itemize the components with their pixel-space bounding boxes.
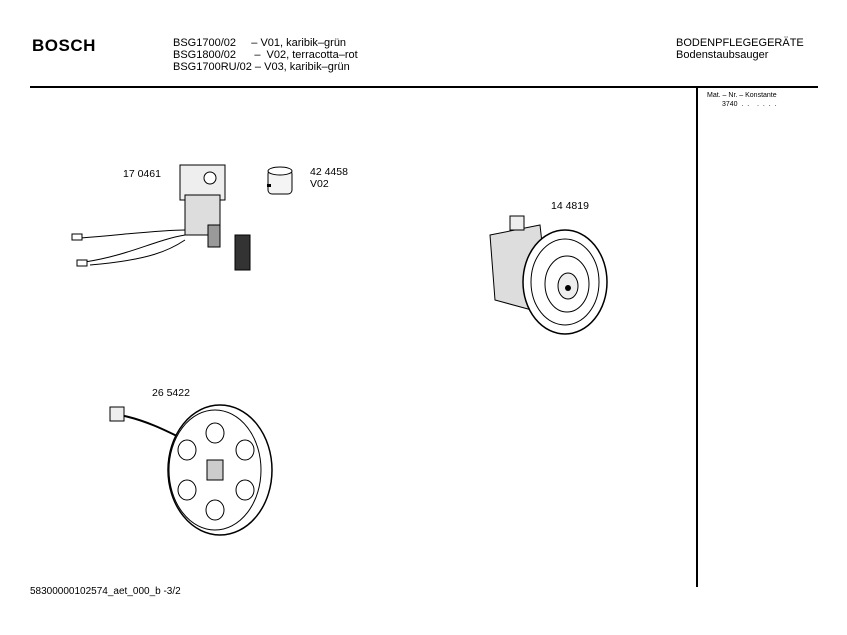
header-divider bbox=[30, 86, 818, 88]
part-number-144819[interactable]: 14 4819 bbox=[551, 200, 589, 212]
part-number-424458[interactable]: 42 4458 V02 bbox=[310, 166, 348, 190]
model-list: BSG1700/02 – V01, karibik–grün BSG1800/0… bbox=[173, 37, 358, 73]
category-block: BODENPFLEGEGERÄTE Bodenstaubsauger bbox=[676, 37, 804, 61]
part-number-265422[interactable]: 26 5422 bbox=[152, 387, 190, 399]
model-line: BSG1700/02 – V01, karibik–grün bbox=[173, 37, 347, 49]
part-number: 42 4458 bbox=[310, 166, 348, 178]
motor-drawing[interactable] bbox=[470, 210, 620, 340]
mat-value: 3740 . . . . . . bbox=[722, 101, 777, 108]
subcategory: Bodenstaubsauger bbox=[676, 49, 769, 61]
model-line: BSG1700RU/02 – V03, karibik–grün bbox=[173, 61, 350, 73]
mat-label: Mat. – Nr. – Konstante bbox=[707, 92, 777, 99]
side-divider bbox=[696, 87, 698, 587]
bosch-logo: BOSCH bbox=[32, 36, 96, 55]
switch-assembly-drawing[interactable] bbox=[60, 150, 260, 280]
part-number-170461[interactable]: 17 0461 bbox=[123, 168, 161, 180]
part-variant: V02 bbox=[310, 178, 329, 190]
category: BODENPFLEGEGERÄTE bbox=[676, 37, 804, 49]
document-id: 58300000102574_aet_000_b -3/2 bbox=[30, 586, 181, 597]
cable-reel-drawing[interactable] bbox=[105, 395, 280, 555]
model-line: BSG1800/02 – V02, terracotta–rot bbox=[173, 49, 358, 61]
mat-info: Mat. – Nr. – Konstante 3740 . . . . . . bbox=[707, 91, 777, 109]
capacitor-drawing[interactable] bbox=[262, 162, 302, 202]
